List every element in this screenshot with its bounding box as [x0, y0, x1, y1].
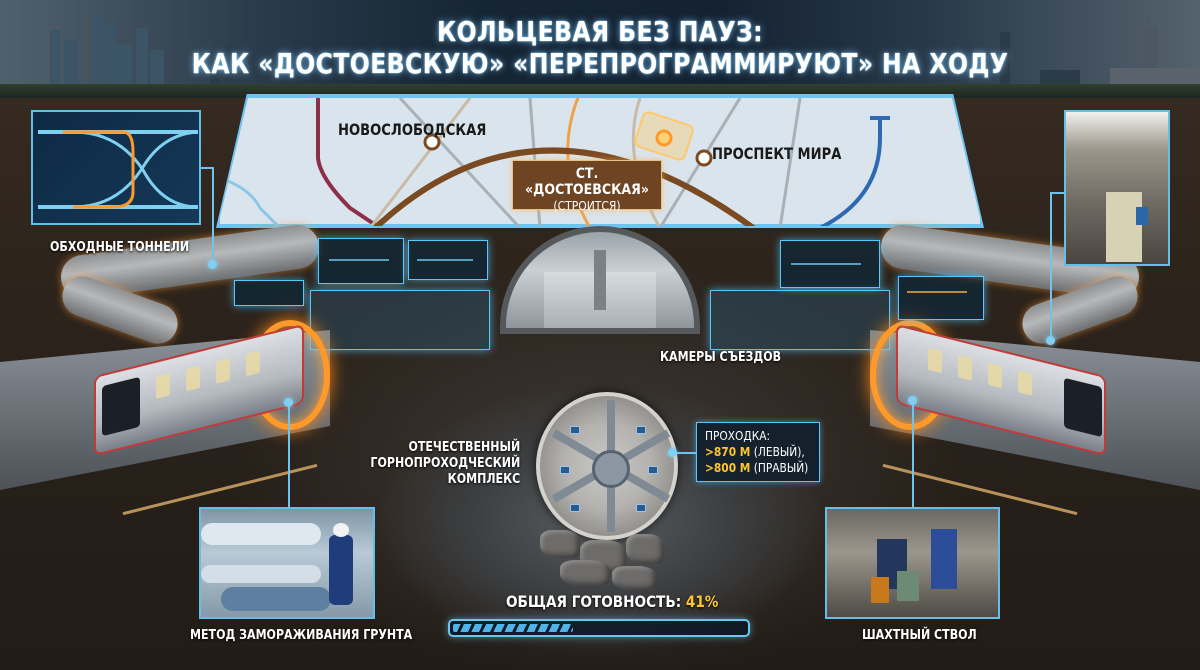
caption-shaft: ШАХТНЫЙ СТВОЛ — [862, 628, 977, 643]
tunneling-left-value: >870 М — [705, 444, 751, 459]
connector-dot-shaft-top — [1046, 336, 1055, 345]
connector-shaft-top — [1050, 192, 1064, 194]
connector-dot-tbm — [668, 448, 677, 457]
connector-shaft-bottom — [912, 400, 914, 508]
rubble — [560, 560, 610, 586]
rubble — [540, 530, 580, 558]
connector-bypass — [201, 167, 213, 169]
hud-screen-2 — [408, 240, 488, 280]
connector-dot-bypass — [208, 260, 217, 269]
rubble — [612, 566, 656, 590]
shaft-interior-photo — [1064, 110, 1170, 266]
shaft-workers-photo — [825, 507, 1000, 619]
caption-freezing-method: МЕТОД ЗАМОРАЖИВАНИЯ ГРУНТА — [190, 628, 413, 643]
caption-junction-chambers: КАМЕРЫ СЪЕЗДОВ — [660, 350, 782, 365]
dostoevskaya-name: СТ. «ДОСТОЕВСКАЯ» — [525, 166, 649, 198]
dostoevskaya-status: (СТРОИТСЯ) — [553, 199, 621, 213]
tunneling-label: ПРОХОДКА: — [705, 428, 771, 443]
title-line-1: КОЛЬЦЕВАЯ БЕЗ ПАУЗ: — [436, 15, 763, 48]
junction-chamber-right — [710, 290, 890, 350]
readiness-text: ОБЩАЯ ГОТОВНОСТЬ: — [506, 592, 682, 611]
bypass-tunnels-schematic — [31, 110, 201, 225]
hud-screen-3 — [234, 280, 304, 306]
connector-tbm — [672, 452, 696, 454]
readiness-progress-bar — [448, 619, 750, 637]
tunneling-right-value: >800 М — [705, 460, 751, 475]
caption-tbm-line-3: КОМПЛЕКС — [447, 472, 520, 487]
caption-bypass-tunnels: ОБХОДНЫЕ ТОННЕЛИ — [50, 240, 190, 255]
station-label-prospekt-mira: ПРОСПЕКТ МИРА — [712, 144, 842, 163]
connector-shaft-top-v — [1050, 192, 1052, 340]
readiness-progress-fill — [453, 624, 573, 632]
readiness-value: 41% — [685, 592, 719, 611]
hud-screen-5 — [898, 276, 984, 320]
connector-bypass-v — [212, 167, 214, 263]
connector-freezing — [288, 402, 290, 508]
dostoevskaya-station-tag: СТ. «ДОСТОЕВСКАЯ» (СТРОИТСЯ) — [512, 160, 662, 213]
hud-screen-1 — [318, 238, 404, 284]
caption-tbm-line-1: ОТЕЧЕСТВЕННЫЙ — [408, 440, 520, 455]
readiness-label: ОБЩАЯ ГОТОВНОСТЬ: 41% — [506, 592, 718, 611]
caption-tbm: ОТЕЧЕСТВЕННЫЙ ГОРНОПРОХОДЧЕСКИЙ КОМПЛЕКС — [344, 440, 520, 488]
tunnel-boring-machine — [536, 392, 678, 540]
hud-screen-4 — [780, 240, 880, 288]
page-title: КОЛЬЦЕВАЯ БЕЗ ПАУЗ: КАК «ДОСТОЕВСКУЮ» «П… — [0, 16, 1200, 80]
ground-freezing-photo — [199, 507, 375, 619]
caption-tbm-line-2: ГОРНОПРОХОДЧЕСКИЙ — [370, 456, 520, 471]
rubble — [626, 534, 664, 564]
junction-chamber-left — [310, 290, 490, 350]
station-label-novoslobodskaya: НОВОСЛОБОДСКАЯ — [338, 120, 487, 139]
connector-dot-freezing — [284, 398, 293, 407]
moscow-skyline-banner — [0, 0, 1200, 98]
title-line-2: КАК «ДОСТОЕВСКУЮ» «ПЕРЕПРОГРАММИРУЮТ» НА… — [191, 47, 1009, 80]
tunneling-progress-box: ПРОХОДКА: >870 М (ЛЕВЫЙ), >800 М (ПРАВЫЙ… — [696, 422, 820, 482]
connector-dot-shaft-bottom — [908, 396, 917, 405]
tunneling-left-side: (ЛЕВЫЙ), — [753, 444, 805, 459]
metro-lines-svg — [220, 98, 890, 226]
tunneling-right-side: (ПРАВЫЙ) — [753, 460, 809, 475]
station-cutaway — [500, 226, 700, 334]
